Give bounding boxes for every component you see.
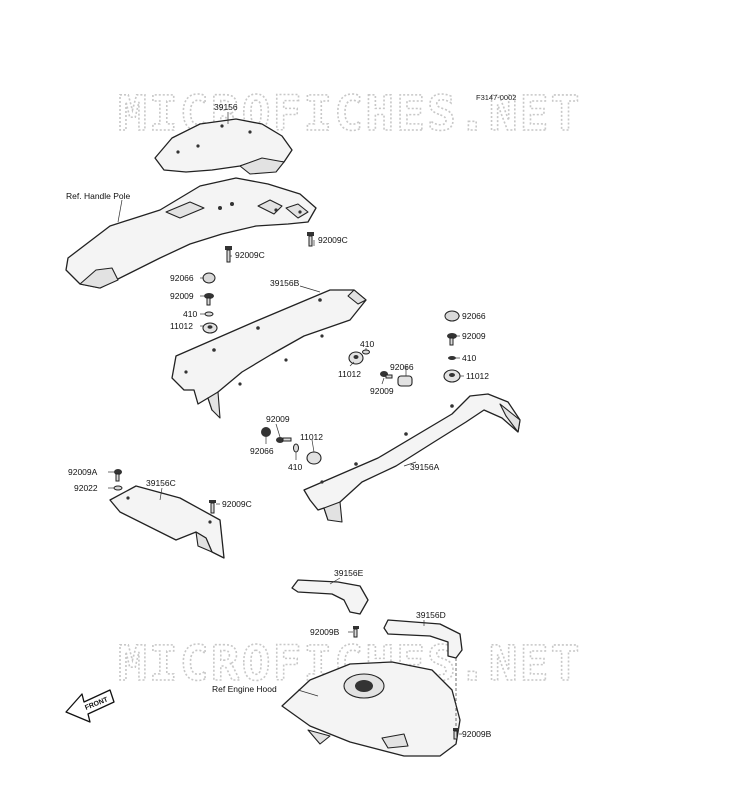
part-39156-top-cover: [154, 118, 293, 175]
part-39156A-long-bracket: [303, 393, 521, 523]
part-label: 92066: [462, 311, 486, 321]
part-label: 39156: [214, 102, 238, 112]
cap-92066-left: [202, 272, 216, 284]
screw-92009-left: [204, 293, 214, 306]
cap-92066-lower: [261, 427, 271, 437]
part-label: 11012: [338, 369, 361, 379]
part-label: 92066: [170, 273, 194, 283]
part-label: 11012: [466, 371, 489, 381]
part-label: 39156D: [416, 610, 446, 620]
part-label: 92009B: [310, 627, 340, 637]
engine-hood-reference-part: [281, 661, 461, 757]
bolt-92009B-b: [453, 728, 459, 740]
ref-handle-pole-label: Ref. Handle Pole: [66, 191, 131, 201]
figure-code: F3147-0002: [476, 93, 516, 102]
grommet-11012-left: [202, 322, 218, 334]
leader-lines: [108, 112, 464, 735]
bolt-92009C-b: [225, 246, 232, 263]
part-39156C-cover-plate: [109, 485, 225, 559]
part-39156E-trim: [291, 579, 369, 615]
front-direction-arrow: FRONT: [65, 689, 115, 723]
part-label: 39156C: [146, 478, 176, 488]
part-39156B-side-panel: [171, 289, 367, 419]
screw-92009-right: [447, 333, 457, 346]
part-label: 11012: [170, 321, 193, 331]
part-label: 92066: [250, 446, 274, 456]
washer-92022: [113, 485, 123, 491]
grommet-11012-right: [443, 369, 461, 383]
part-label: 92009: [462, 331, 486, 341]
washer-410-left: [204, 311, 214, 317]
part-label: 410: [288, 462, 302, 472]
cap-92066-middle: [397, 375, 413, 387]
part-label: 410: [462, 353, 476, 363]
ref-engine-hood-label: Ref Engine Hood: [212, 684, 277, 694]
part-label: 92009C: [222, 499, 252, 509]
part-label: 92009C: [318, 235, 348, 245]
grommet-11012-lower: [306, 451, 322, 465]
part-label: 39156E: [334, 568, 364, 578]
part-label: 39156B: [270, 278, 300, 288]
part-label: 92022: [74, 483, 98, 493]
washer-410-lower: [293, 443, 299, 453]
screw-92009-middle: [380, 371, 393, 379]
washer-410-right: [448, 356, 456, 360]
part-label: 92009C: [235, 250, 265, 260]
cap-92066-right: [444, 310, 460, 322]
part-label: 92066: [390, 362, 414, 372]
bolt-92009B-a: [353, 626, 359, 638]
grommet-11012-middle: [348, 351, 364, 365]
part-label: 410: [360, 339, 374, 349]
part-label: 92009A: [68, 467, 98, 477]
part-label: 92009: [170, 291, 194, 301]
part-label: 39156A: [410, 462, 440, 472]
part-label: 410: [183, 309, 197, 319]
bolt-92009C-c: [209, 500, 216, 514]
screw-92009A: [114, 469, 122, 482]
handle-pole-reference-part: [65, 177, 317, 289]
bolt-92009C-a: [307, 232, 314, 247]
part-label: 92009B: [462, 729, 492, 739]
screw-92009-lower: [276, 437, 292, 443]
part-label: 11012: [300, 432, 323, 442]
part-label: 92009: [266, 414, 290, 424]
washer-410-middle: [362, 349, 370, 355]
part-label: 92009: [370, 386, 394, 396]
